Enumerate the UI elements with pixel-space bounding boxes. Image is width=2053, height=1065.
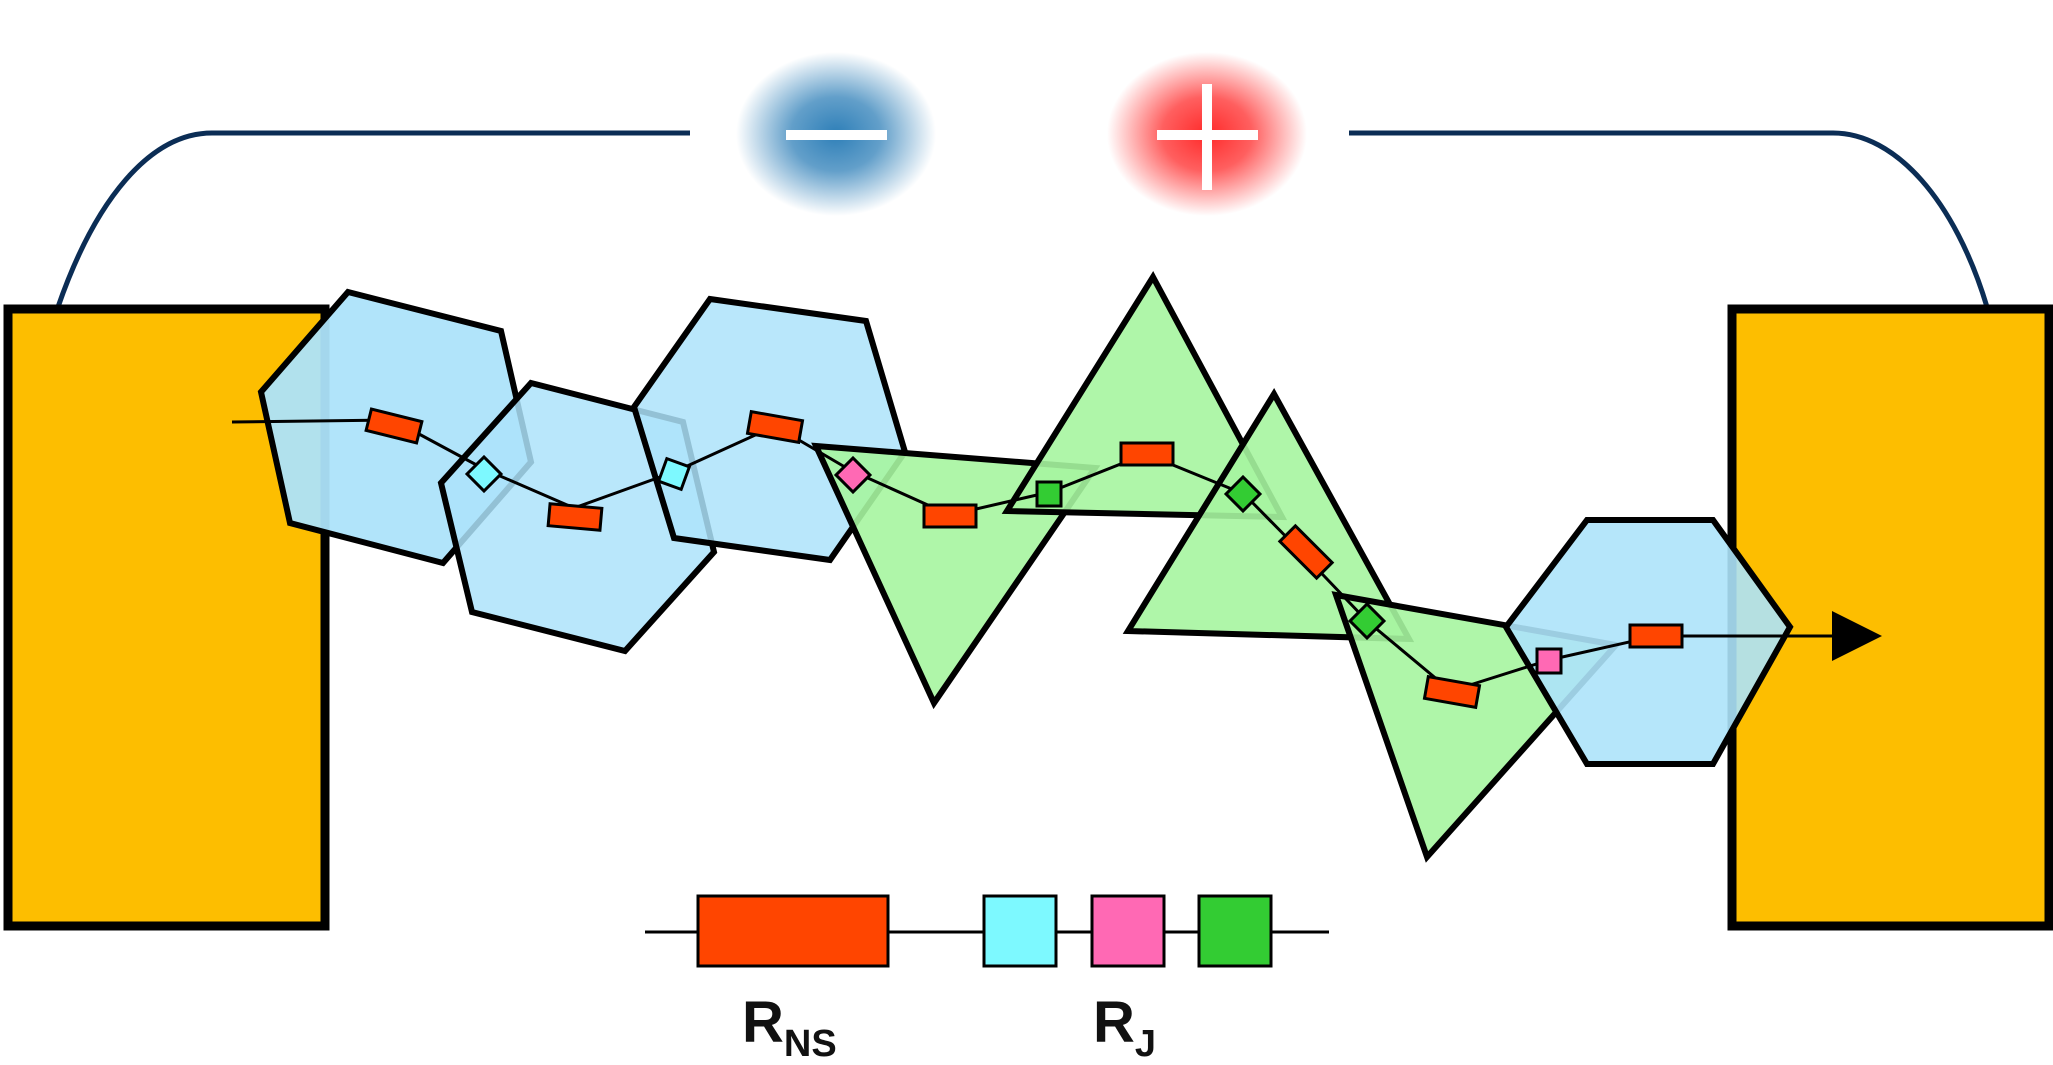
legend-j-label: RJ [1093, 990, 1156, 1065]
plus-sign-vertical [1202, 84, 1212, 190]
nanoparticle-resistor [1277, 523, 1335, 581]
legend-j-resistor-cyan [982, 894, 1058, 968]
nanoparticle-resistor [745, 409, 805, 445]
junction-resistor [1035, 480, 1063, 508]
legend-ns-label-sub: NS [784, 1023, 837, 1065]
legend-j-resistor-pink [1090, 894, 1166, 968]
legend-ns-label: RNS [742, 990, 837, 1065]
nanoparticle-resistor [1422, 674, 1482, 710]
junction-resistor [1223, 474, 1263, 514]
nanoparticle-resistor [1119, 441, 1175, 467]
path-resistors [364, 407, 1684, 710]
nanoparticles [257, 271, 1794, 863]
minus-sign [786, 130, 887, 140]
negative-terminal [736, 52, 936, 216]
junction-resistor [1347, 601, 1387, 641]
junction-resistor [656, 456, 692, 492]
arrowhead-icon [1832, 611, 1882, 661]
nanoparticle-resistor [546, 502, 604, 532]
right-wire [1349, 130, 1990, 308]
junction-resistor [1535, 647, 1563, 675]
triangle-particle [1122, 388, 1415, 643]
junction-resistor [464, 454, 504, 494]
legend-j-label-sub: J [1135, 1023, 1156, 1065]
nanoparticle-resistor [364, 407, 424, 445]
positive-terminal [1107, 52, 1307, 216]
nanoparticle-resistor [1628, 623, 1684, 649]
legend-j-resistor-green [1197, 894, 1273, 968]
legend: RNS RJ [645, 894, 1329, 1065]
nanoparticle-resistor [922, 503, 978, 529]
triangle-particle [1001, 271, 1288, 521]
left-wire [55, 130, 690, 308]
legend-ns-label-main: R [742, 990, 784, 1055]
junction-resistor [833, 455, 873, 495]
conduction-path [231, 418, 1850, 693]
legend-j-label-main: R [1093, 990, 1135, 1055]
legend-ns-resistor [696, 894, 890, 968]
